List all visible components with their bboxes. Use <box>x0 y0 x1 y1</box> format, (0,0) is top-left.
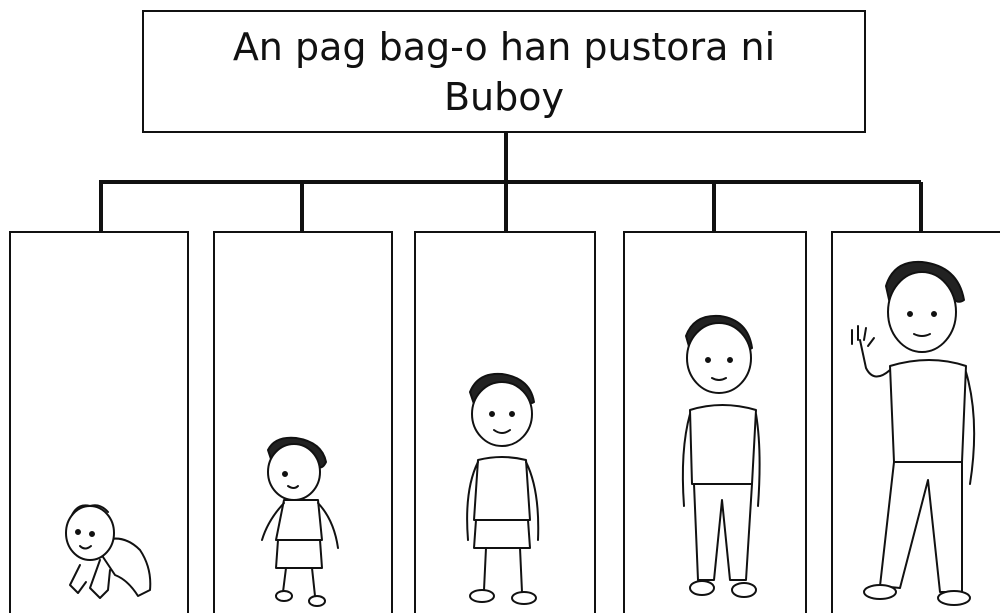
title-box: An pag bag-o han pustora ni Buboy <box>142 10 866 133</box>
connector-tree <box>99 133 923 231</box>
preteen-figure <box>681 314 761 598</box>
teen-figure <box>851 260 976 606</box>
toddler-figure <box>261 436 339 607</box>
child-figure <box>466 372 540 605</box>
crawling-baby-figure <box>65 504 152 599</box>
diagram-title: An pag bag-o han pustora ni Buboy <box>232 24 776 119</box>
